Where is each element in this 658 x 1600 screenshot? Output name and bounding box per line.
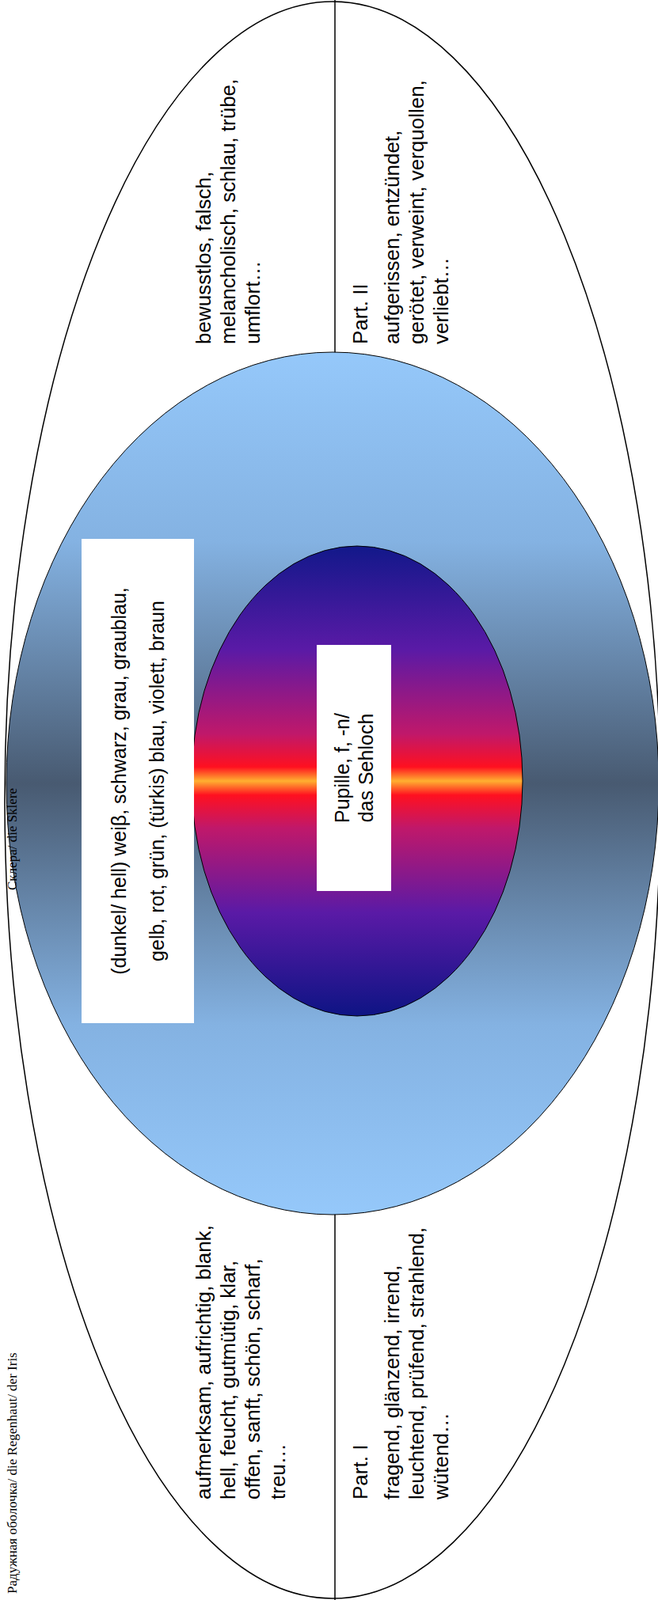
box-text: (dunkel/ hell) weiβ, schwarz, grau, grau… bbox=[106, 539, 169, 1024]
side-label-text: Радужная оболочка/ die Regenhaut/ der Ir… bbox=[4, 1298, 21, 1595]
section-heading: Part. I bbox=[348, 1223, 374, 1501]
side-label: Радужная оболочка/ die Regenhaut/ der Ir… bbox=[4, 1298, 22, 1595]
box-text-text: (dunkel/ hell) weiβ, schwarz, grau, grau… bbox=[106, 539, 169, 1024]
participle-list: aufgerissen, entzündet, gerötet, verwein… bbox=[380, 63, 455, 345]
pupil-shape bbox=[191, 546, 523, 1017]
participle-list-text: fragend, glänzend, irrend, leuchtend, pr… bbox=[380, 1223, 455, 1501]
section-heading-text: Part. I bbox=[348, 1223, 373, 1501]
section-heading-text: Part. II bbox=[348, 63, 373, 345]
box-text-text: Pupille, f, -n/ das Sehloch bbox=[330, 645, 378, 892]
participle-list-text: aufgerissen, entzündet, gerötet, verwein… bbox=[380, 63, 455, 345]
adjective-list: bewusstlos, falsch, melancholisch, schla… bbox=[191, 63, 267, 345]
participle-list: fragend, glänzend, irrend, leuchtend, pr… bbox=[380, 1223, 455, 1501]
adjective-list: aufmerksam, aufrichtig, blank, hell, feu… bbox=[191, 1223, 291, 1501]
side-label-text: Склера/ die Sklere bbox=[4, 779, 21, 891]
box-line: (dunkel/ hell) weiβ, schwarz, grau, grau… bbox=[106, 547, 131, 1016]
side-label: Склера/ die Sklere bbox=[4, 779, 22, 891]
sclera-outline bbox=[4, 1, 658, 1600]
text-box: (dunkel/ hell) weiβ, schwarz, grau, grau… bbox=[81, 539, 194, 1024]
box-text: Pupille, f, -n/ das Sehloch bbox=[330, 645, 378, 892]
iris-shape bbox=[6, 352, 658, 1216]
box-line: gelb, rot, grün, (türkis) blau, violett,… bbox=[144, 547, 169, 1016]
text-box: Pupille, f, -n/ das Sehloch bbox=[316, 645, 392, 892]
section-heading: Part. II bbox=[348, 63, 374, 345]
box-line: Pupille, f, -n/ das Sehloch bbox=[330, 697, 378, 841]
adjective-list-text: aufmerksam, aufrichtig, blank, hell, feu… bbox=[191, 1223, 291, 1501]
adjective-list-text: bewusstlos, falsch, melancholisch, schla… bbox=[191, 63, 267, 345]
